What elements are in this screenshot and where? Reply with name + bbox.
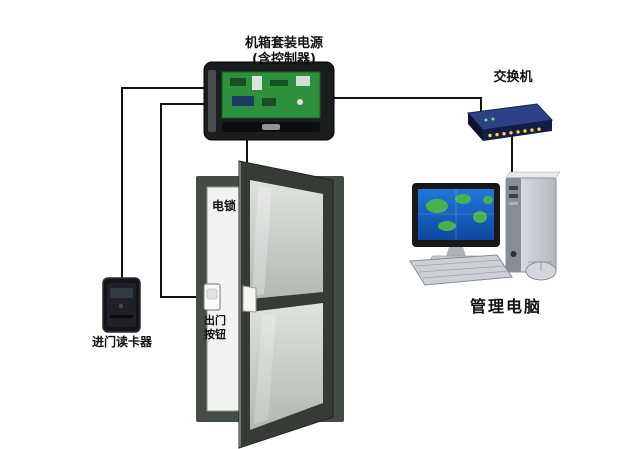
wire-controller-to-exit-button bbox=[160, 103, 206, 298]
card-reader-display bbox=[110, 288, 133, 298]
computer-monitor bbox=[412, 183, 500, 264]
exit-button-label-line1: 出门 bbox=[204, 314, 226, 327]
network-switch bbox=[467, 103, 554, 141]
wire-reader-to-controller bbox=[121, 87, 206, 280]
door-leaf bbox=[238, 160, 334, 449]
world-map bbox=[426, 194, 493, 231]
card-reader-label: 进门读卡器 bbox=[91, 335, 152, 349]
switch-label: 交换机 bbox=[493, 70, 533, 85]
computer-keyboard bbox=[409, 254, 513, 286]
controller-box bbox=[203, 61, 335, 141]
electric-lock-label: 电锁 bbox=[211, 199, 236, 213]
connection-lines bbox=[121, 87, 513, 298]
controller-label: 机箱套装电源 (含控制器) bbox=[214, 36, 354, 69]
exit-button-label: 出门 按钮 bbox=[202, 314, 228, 342]
controller-label-line1: 机箱套装电源 bbox=[244, 36, 323, 51]
wire-controller-to-switch bbox=[334, 97, 482, 116]
management-computer-label: 管理电脑 bbox=[469, 297, 542, 316]
exit-button bbox=[203, 283, 221, 311]
computer-mouse bbox=[525, 261, 557, 281]
exit-button-label-line2: 按钮 bbox=[204, 327, 226, 341]
door-lock-plate bbox=[242, 285, 257, 313]
management-computer bbox=[409, 171, 561, 286]
card-reader bbox=[102, 277, 141, 333]
door-glass-upper bbox=[250, 180, 323, 299]
controller-label-line2: (含控制器) bbox=[252, 52, 316, 68]
switch-ports bbox=[488, 127, 541, 138]
computer-tower bbox=[505, 171, 561, 273]
door-glass-lower bbox=[250, 303, 323, 430]
